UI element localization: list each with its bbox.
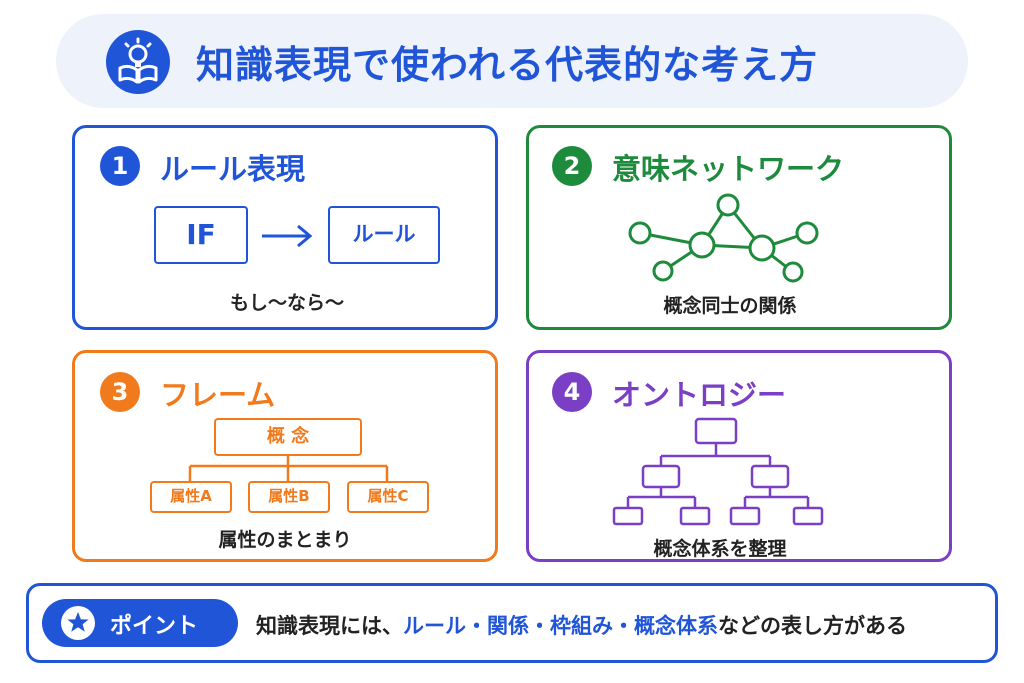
attribute-box: 属性C [347, 481, 429, 513]
point-pill [42, 599, 238, 647]
card-semantic-network [526, 125, 952, 330]
network-node [688, 231, 716, 259]
network-node [628, 221, 652, 245]
ontology-node [612, 506, 644, 526]
point-label: ポイント [110, 614, 199, 639]
attribute-box: 属性B [248, 481, 330, 513]
network-node [748, 234, 776, 262]
frame-concept-box: 概 念 [214, 418, 362, 456]
card-2-caption: 概念同士の関係 [663, 295, 797, 317]
if-box: IF [154, 206, 248, 264]
card-1-title: ルール表現 [160, 152, 306, 186]
card-4-title: オントロジー [612, 378, 787, 412]
point-text-prefix: 知識表現には、 [256, 614, 403, 638]
ontology-node [641, 464, 681, 489]
star-icon [61, 606, 95, 640]
lightbulb-book-icon [106, 30, 170, 94]
card-4-number-badge: 4 [552, 372, 592, 412]
card-1-caption: もし〜なら〜 [229, 292, 344, 314]
point-text: 知識表現には、ルール・関係・枠組み・概念体系などの表し方がある [256, 610, 907, 640]
card-2-number-badge: 2 [552, 146, 592, 186]
network-node [782, 261, 804, 283]
ontology-node [729, 506, 761, 526]
card-1-number-badge: 1 [100, 146, 140, 186]
network-node [652, 260, 674, 282]
title-banner [56, 14, 968, 108]
card-3-caption: 属性のまとまり [218, 529, 352, 551]
rule-box: ルール [328, 206, 440, 264]
card-frame [72, 350, 498, 562]
network-node [795, 221, 819, 245]
ontology-node [679, 506, 711, 526]
network-node [716, 193, 740, 217]
ontology-node [792, 506, 824, 526]
page-title: 知識表現で使われる代表的な考え方 [196, 43, 819, 87]
card-3-title: フレーム [160, 378, 276, 412]
ontology-node [750, 464, 790, 489]
ontology-node [694, 417, 738, 445]
card-4-caption: 概念体系を整理 [653, 538, 787, 560]
card-rule-representation [72, 125, 498, 330]
attribute-box: 属性A [150, 481, 232, 513]
point-text-highlight: ルール・関係・枠組み・概念体系 [403, 614, 718, 638]
card-2-title: 意味ネットワーク [612, 152, 845, 186]
point-text-suffix: などの表し方がある [718, 614, 907, 638]
card-3-number-badge: 3 [100, 372, 140, 412]
